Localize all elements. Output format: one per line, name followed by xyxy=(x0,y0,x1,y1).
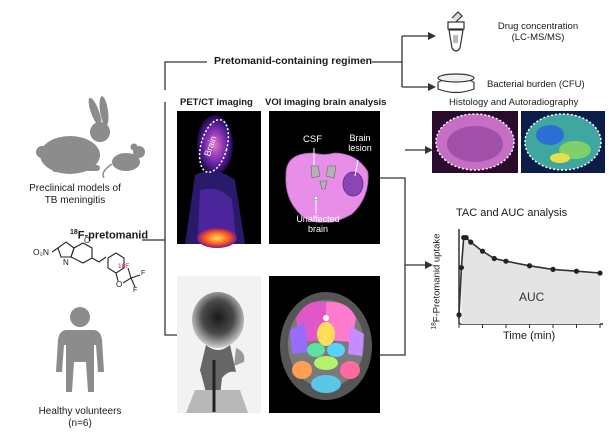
regimen-connector xyxy=(164,61,207,90)
tac-points xyxy=(456,234,603,318)
tac-title: TAC and AUC analysis xyxy=(456,207,568,219)
pretomanid-structure xyxy=(51,241,141,288)
unaffected-line1: Unaffected xyxy=(296,214,340,224)
molecule-f1: F xyxy=(141,270,146,277)
volunteers-line1: Healthy volunteers xyxy=(38,406,122,417)
human-pet-mip-panel xyxy=(177,276,261,413)
molecule-no2: O₂N xyxy=(33,247,50,257)
histology-panels xyxy=(432,111,605,173)
tac-point-1 xyxy=(458,264,464,271)
arrow-head-tac xyxy=(425,261,433,269)
tac-xlabel: Time (min) xyxy=(503,330,556,342)
tac-point-5 xyxy=(479,248,486,254)
tac-x-ticks xyxy=(458,324,601,328)
preclinical-line1: Preclinical models of xyxy=(29,183,121,194)
voi-schematic-panel xyxy=(269,111,380,244)
arrow-head-histology xyxy=(425,146,433,154)
molecule-18f: 18F xyxy=(118,263,130,270)
molecule-n: N xyxy=(63,258,69,267)
molecule-o2: O xyxy=(116,280,123,289)
tac-point-9 xyxy=(550,266,556,272)
pet-ct-title: PET/CT imaging xyxy=(180,97,253,108)
tac-point-11 xyxy=(597,270,603,276)
volunteers-line2: (n=6) xyxy=(68,417,92,429)
drug-concentration-line1: Drug concentration xyxy=(497,21,579,32)
tracer-name: F-pretomanid xyxy=(77,229,149,242)
human-silhouette-icon xyxy=(56,307,104,392)
mouse-icon xyxy=(102,143,145,179)
tac-auc-label: AUC xyxy=(519,290,545,304)
histology-label: Histology and Autoradiography xyxy=(449,97,579,108)
tac-point-10 xyxy=(573,268,580,274)
unaffected-line2: brain xyxy=(307,224,328,235)
drug-concentration-line2: (LC-MS/MS) xyxy=(511,31,565,43)
tac-chart xyxy=(456,229,603,328)
human-brain-atlas-panel xyxy=(269,276,380,413)
unaffected-label: Unaffected brain xyxy=(295,214,341,235)
connector-lines xyxy=(142,35,428,356)
lesion-label: Brain lesion xyxy=(343,133,377,154)
right-bracket xyxy=(380,177,425,356)
bacterial-burden-label: Bacterial burden (CFU) xyxy=(487,79,585,90)
rabbit-icon xyxy=(36,96,110,174)
arrow-head-cfu xyxy=(428,83,436,91)
voi-title: VOI imaging brain analysis xyxy=(265,97,387,108)
preclinical-line2: TB meningitis xyxy=(44,194,106,206)
tac-point-8 xyxy=(526,263,533,269)
molecule-o: O xyxy=(84,236,91,245)
brain-section-shape xyxy=(285,152,369,223)
tac-point-7 xyxy=(503,258,509,264)
left-branch-bracket xyxy=(164,102,178,336)
drug-tube-icon xyxy=(447,11,465,52)
preclinical-label: Preclinical models of TB meningitis xyxy=(15,183,135,206)
lesion-line1: Brain xyxy=(349,133,371,143)
molecule-f2: F xyxy=(133,287,138,294)
tac-ylabel-sup: 18 xyxy=(430,322,438,330)
volunteers-label: Healthy volunteers (n=6) xyxy=(20,406,140,429)
tracer-label: 18F-pretomanid xyxy=(70,229,148,242)
regimen-fork xyxy=(372,35,428,88)
tac-point-3 xyxy=(463,234,469,241)
regimen-title: Pretomanid-containing regimen xyxy=(214,55,373,67)
csf-label: CSF xyxy=(303,134,322,145)
tac-point-4 xyxy=(468,239,474,245)
tac-series-line xyxy=(458,236,601,315)
tac-point-0 xyxy=(456,312,462,318)
tac-point-6 xyxy=(491,255,497,262)
pet-ct-panel xyxy=(177,111,261,248)
tracer-mass: 18 xyxy=(70,229,78,236)
tac-ylabel-text: F-Pretomanid uptake xyxy=(431,233,443,323)
arrow-head-drug xyxy=(428,32,436,40)
tac-ylabel: 18F-Pretomanid uptake xyxy=(430,222,443,342)
petri-dish-icon xyxy=(437,73,475,94)
lesion-line2: lesion xyxy=(348,143,372,154)
drug-concentration-label: Drug concentration (LC-MS/MS) xyxy=(478,21,598,44)
